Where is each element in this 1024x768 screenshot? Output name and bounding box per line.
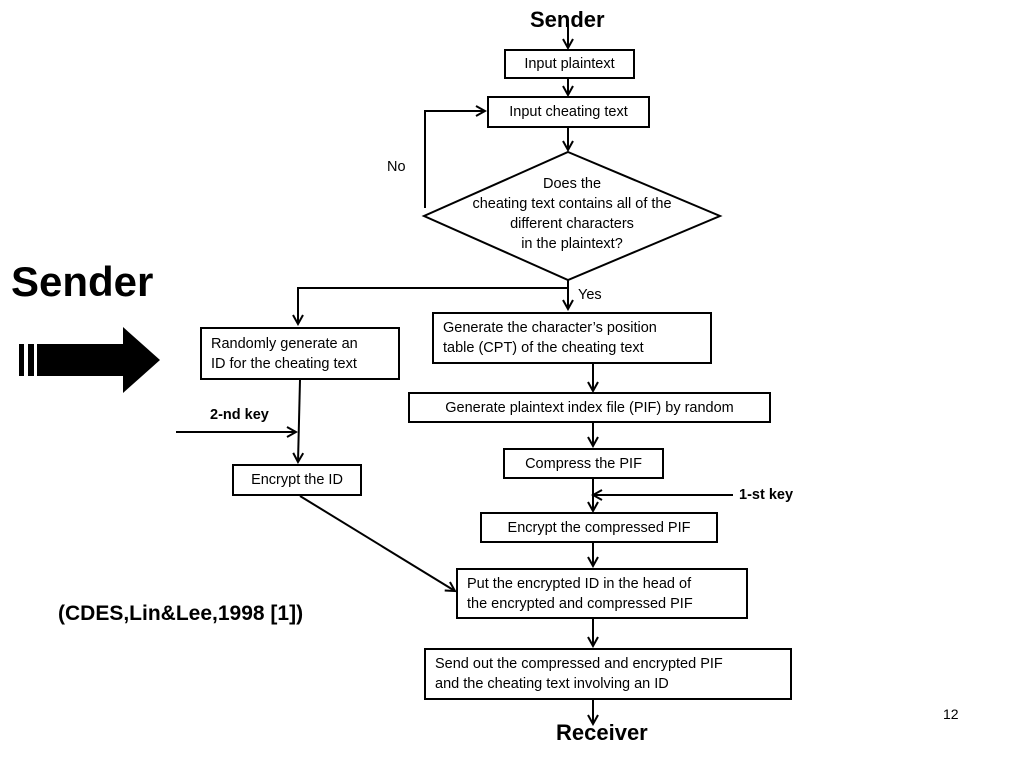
step-encrypt-pif-label: Encrypt the compressed PIF — [507, 519, 691, 536]
step-encrypt-id-label: Encrypt the ID — [251, 472, 343, 488]
step-send-out-label: Send out the compressed and encrypted PI… — [435, 656, 723, 692]
step-random-id: Randomly generate an ID for the cheating… — [200, 327, 400, 380]
step-generate-cpt: Generate the character’s position table … — [432, 312, 712, 364]
decision-line-3: different characters — [510, 216, 634, 232]
decision-line-2: cheating text contains all of the — [472, 196, 672, 212]
decision-line-4: in the plaintext? — [521, 236, 623, 252]
decision-line-1: Does the — [542, 176, 602, 192]
page-number: 12 — [943, 706, 959, 722]
step-generate-pif-label: Generate plaintext index file (PIF) by r… — [445, 399, 734, 416]
step-random-id-label: Randomly generate an ID for the cheating… — [211, 335, 358, 372]
arrow-encryptid-to-put — [299, 495, 455, 591]
step-encrypt-pif: Encrypt the compressed PIF — [480, 512, 718, 543]
arrow-to-random-id — [298, 287, 568, 324]
step-generate-cpt-label: Generate the character’s position table … — [443, 320, 657, 356]
heading-receiver: Receiver — [556, 720, 648, 745]
arrow-randomid-to-encrypt — [298, 379, 300, 462]
label-key1: 1-st key — [739, 487, 794, 503]
step-put-id: Put the encrypted ID in the head of the … — [456, 568, 748, 619]
label-no: No — [387, 159, 406, 175]
arrow-no-loop — [424, 111, 485, 208]
step-input-plaintext-label: Input plaintext — [524, 56, 615, 72]
step-input-cheating-text-label: Input cheating text — [509, 104, 628, 120]
step-compress-pif-label: Compress the PIF — [525, 455, 642, 472]
heading-sender-left: Sender — [11, 258, 154, 305]
step-put-id-label: Put the encrypted ID in the head of the … — [467, 575, 693, 612]
label-key2: 2-nd key — [210, 407, 269, 423]
citation: (CDES,Lin&Lee,1998 [1]) — [58, 602, 304, 625]
step-compress-pif: Compress the PIF — [503, 448, 664, 479]
decision-text: Does the cheating text contains all of t… — [424, 174, 720, 254]
step-input-plaintext: Input plaintext — [504, 49, 635, 79]
sender-arrow-icon — [19, 327, 160, 393]
step-generate-pif: Generate plaintext index file (PIF) by r… — [408, 392, 771, 423]
step-input-cheating-text: Input cheating text — [487, 96, 650, 128]
decision-diamond — [421, 150, 723, 282]
step-send-out: Send out the compressed and encrypted PI… — [424, 648, 792, 700]
heading-sender-top: Sender — [530, 7, 605, 32]
label-yes: Yes — [578, 287, 602, 303]
step-encrypt-id: Encrypt the ID — [232, 464, 362, 496]
